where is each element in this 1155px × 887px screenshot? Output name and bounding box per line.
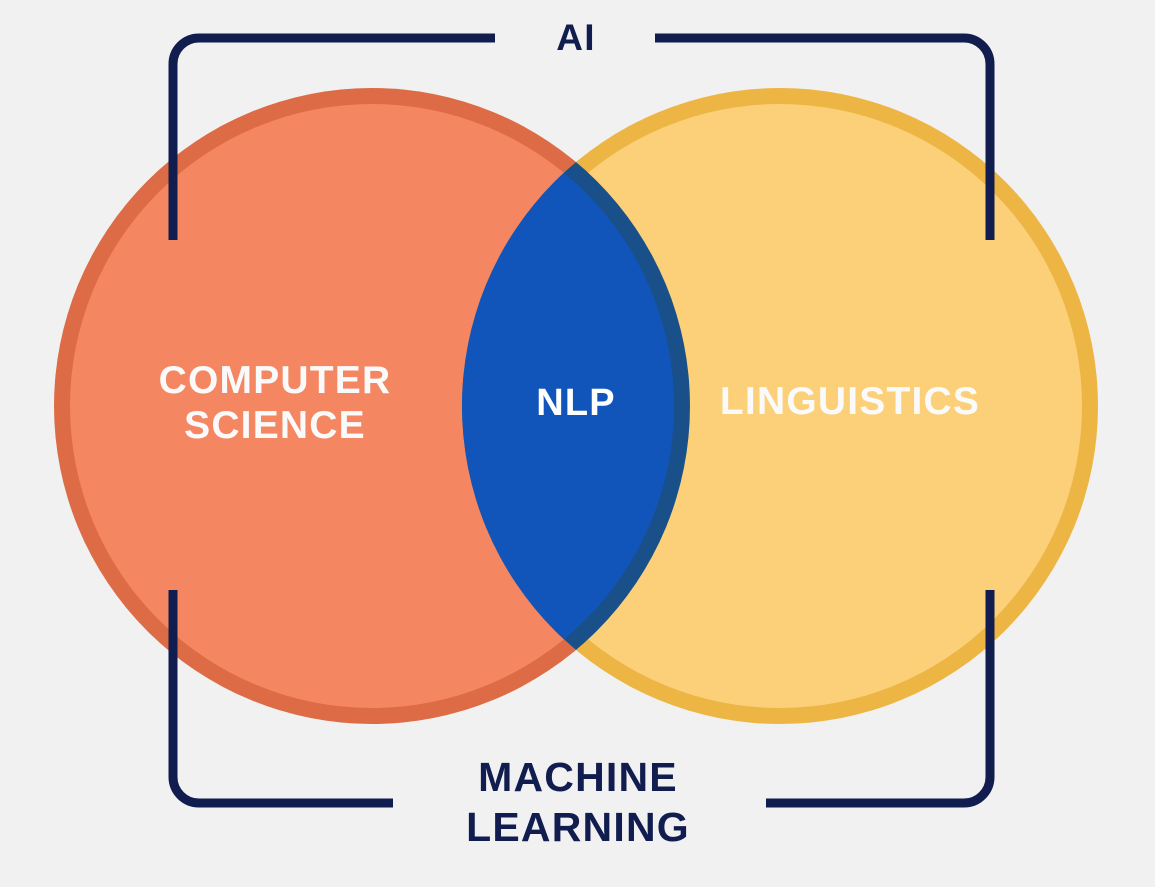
bracket-ml-bottom-right [766, 590, 995, 808]
label-computer-science-line1: COMPUTER [158, 359, 392, 402]
bracket-ai-top-left [168, 33, 495, 240]
intersection-nlp-inner [462, 104, 674, 708]
intersection-nlp-fill [462, 104, 674, 708]
bracket-ai [168, 33, 995, 240]
label-linguistics: LINGUISTICS [719, 380, 981, 423]
label-nlp: NLP [536, 382, 616, 424]
bracket-machine-learning [168, 590, 995, 808]
bracket-ai-top-right [655, 33, 995, 240]
label-machine-learning-line2: LEARNING [466, 804, 690, 851]
label-machine-learning-line1: MACHINE [478, 754, 678, 800]
label-computer-science: COMPUTER SCIENCE [120, 358, 430, 448]
label-computer-science-line2: SCIENCE [184, 404, 366, 448]
label-machine-learning: MACHINE LEARNING [378, 752, 778, 852]
label-ai: AI [556, 17, 596, 58]
bracket-ml-bottom-left [168, 590, 393, 808]
